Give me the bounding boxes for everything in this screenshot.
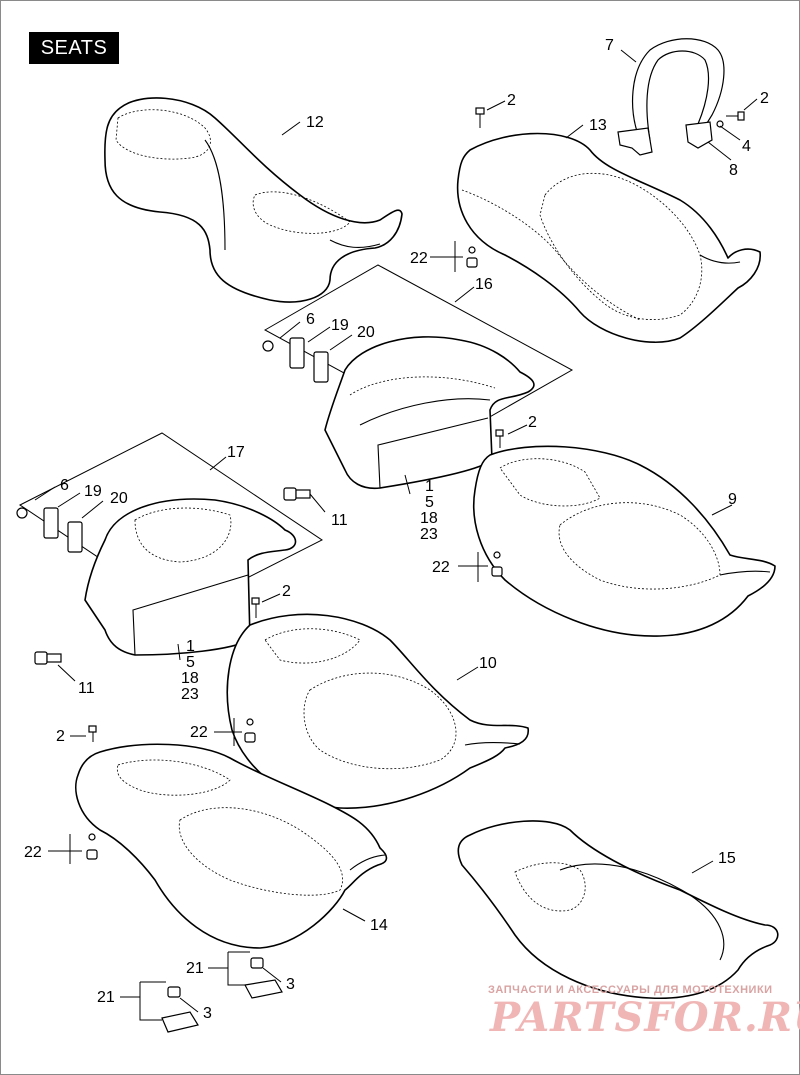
bracket-set-16 bbox=[262, 337, 329, 383]
callout-10: 10 bbox=[479, 655, 497, 672]
callout-21: 21 bbox=[186, 960, 204, 977]
page-title: SEATS bbox=[29, 32, 119, 64]
callout-22: 22 bbox=[432, 559, 450, 576]
callout-2: 2 bbox=[507, 92, 516, 109]
callout-15: 15 bbox=[718, 850, 736, 867]
callout-22: 22 bbox=[24, 844, 42, 861]
passenger-backrest-17 bbox=[19, 432, 323, 656]
callout-8: 8 bbox=[729, 162, 738, 179]
callout-18: 18 bbox=[420, 510, 438, 527]
callout-4: 4 bbox=[742, 138, 751, 155]
hardware-22-d bbox=[86, 833, 98, 860]
callout-6: 6 bbox=[306, 311, 315, 328]
hardware-22-c bbox=[244, 718, 256, 743]
callout-7: 7 bbox=[605, 37, 614, 54]
callout-16: 16 bbox=[475, 276, 493, 293]
callout-19: 19 bbox=[84, 483, 102, 500]
driver-backrest-16 bbox=[263, 264, 574, 490]
watermark-logo: PARTSFOR.RU bbox=[490, 994, 800, 1041]
hardware-22-b bbox=[491, 551, 503, 577]
screw-2-top bbox=[475, 107, 485, 128]
stud-11-a bbox=[283, 487, 311, 501]
callout-14: 14 bbox=[370, 917, 388, 934]
clip-21-a bbox=[244, 957, 283, 999]
callout-2: 2 bbox=[282, 583, 291, 600]
callout-1: 1 bbox=[186, 638, 195, 655]
callout-12: 12 bbox=[306, 114, 324, 131]
seat-12 bbox=[104, 97, 403, 303]
callout-2: 2 bbox=[760, 90, 769, 107]
callout-2: 2 bbox=[56, 728, 65, 745]
callout-5: 5 bbox=[425, 494, 434, 511]
seat-14 bbox=[75, 743, 388, 949]
callout-19: 19 bbox=[331, 317, 349, 334]
callout-22: 22 bbox=[190, 724, 208, 741]
callout-20: 20 bbox=[110, 490, 128, 507]
seat-10 bbox=[226, 613, 530, 809]
callout-6: 6 bbox=[60, 477, 69, 494]
screw-2-seat9 bbox=[495, 429, 504, 448]
callout-20: 20 bbox=[357, 324, 375, 341]
hardware-22-a bbox=[466, 246, 478, 268]
leader-lines bbox=[34, 49, 758, 1021]
callout-11: 11 bbox=[78, 680, 95, 697]
bracket-set-17 bbox=[16, 507, 83, 553]
callout-21: 21 bbox=[97, 989, 115, 1006]
callout-9: 9 bbox=[728, 491, 737, 508]
callout-3: 3 bbox=[203, 1005, 212, 1022]
seat-15 bbox=[457, 820, 779, 1000]
callout-23: 23 bbox=[420, 526, 438, 543]
stud-11-b bbox=[34, 651, 62, 665]
screw-2-seat10 bbox=[251, 597, 260, 618]
callout-18: 18 bbox=[181, 670, 199, 687]
watermark-tagline: ЗАПЧАСТИ И АКСЕССУАРЫ ДЛЯ МОТОТЕХНИКИ bbox=[488, 984, 773, 996]
callout-11: 11 bbox=[331, 512, 348, 529]
seat-13 bbox=[456, 132, 761, 343]
callout-13: 13 bbox=[589, 117, 607, 134]
callout-22: 22 bbox=[410, 250, 428, 267]
screw-2-seat14 bbox=[88, 725, 97, 742]
callout-17: 17 bbox=[227, 444, 245, 461]
clip-21-b bbox=[161, 986, 199, 1033]
screw-2-backrest bbox=[716, 111, 745, 128]
backrest-upright-7 bbox=[617, 38, 725, 156]
callout-3: 3 bbox=[286, 976, 295, 993]
callout-2: 2 bbox=[528, 414, 537, 431]
callout-5: 5 bbox=[186, 654, 195, 671]
callout-23: 23 bbox=[181, 686, 199, 703]
callout-1: 1 bbox=[425, 478, 434, 495]
callout-labels: 12 13 7 2 2 4 8 22 16 6 19 20 2 1 5 18 2… bbox=[24, 37, 769, 1022]
seat-9 bbox=[472, 445, 776, 637]
